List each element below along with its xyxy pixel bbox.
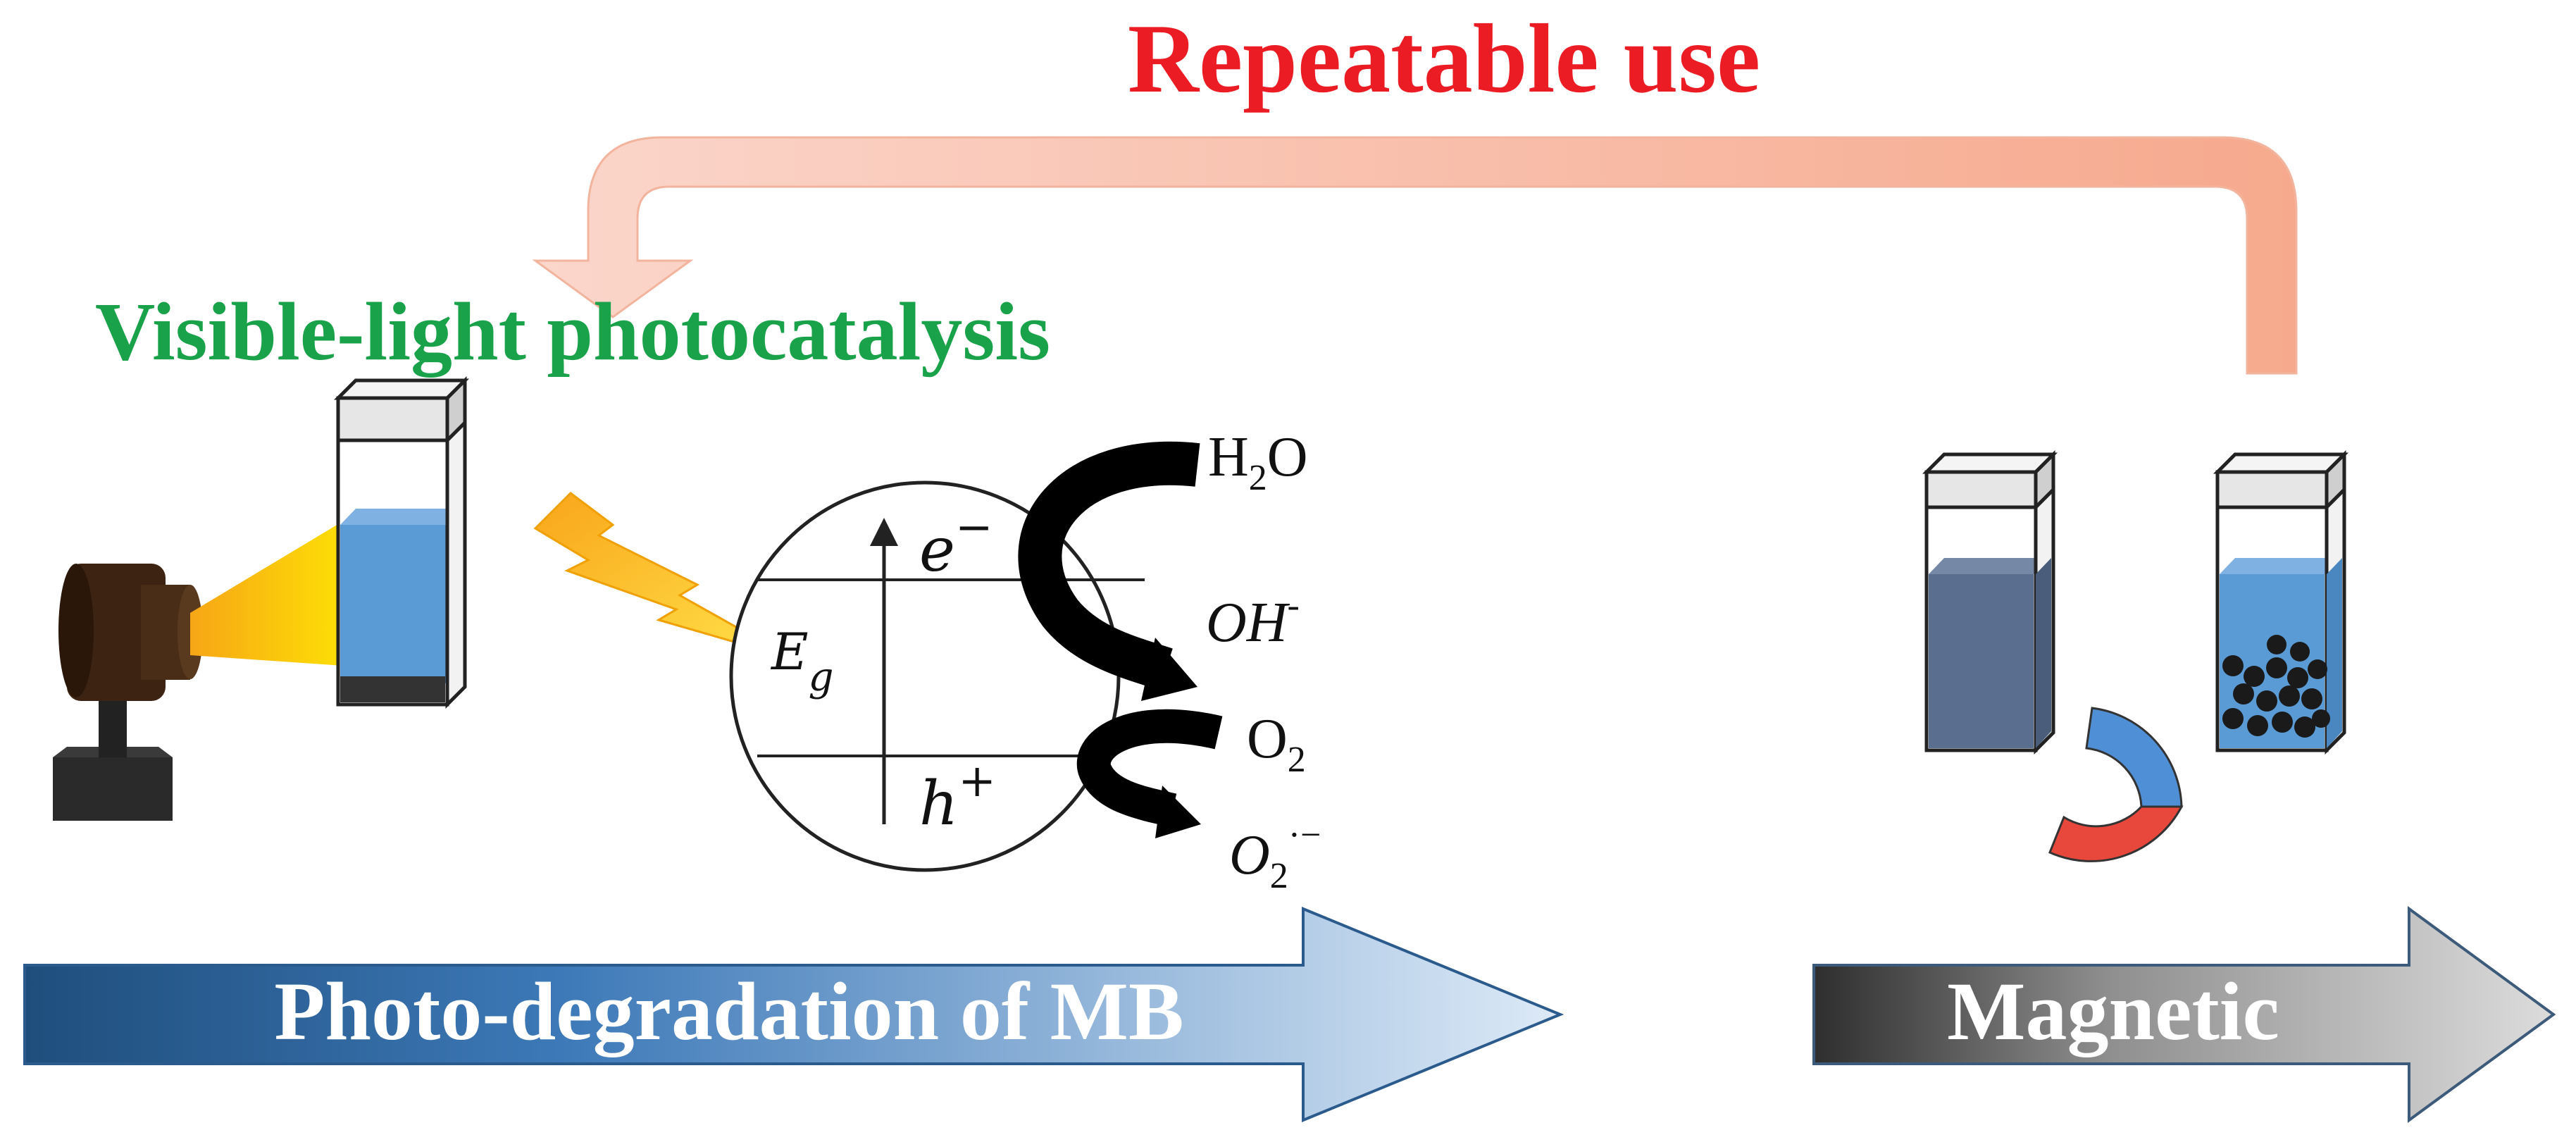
photo-degradation-arrow: [23, 907, 1564, 1122]
electron-label: e−: [919, 502, 993, 585]
o2-label: O2: [1247, 708, 1306, 780]
subtitle-visible-light-photocatalysis: Visible-light photocatalysis: [95, 285, 1050, 378]
cuvette-dispersed: [1922, 449, 2058, 755]
hole-label: h+: [919, 755, 996, 839]
electron-reaction-arrow: [1018, 441, 1200, 701]
magnetic-label: Magnetic: [1947, 965, 2279, 1057]
magnetic-particles: [2222, 635, 2330, 738]
photo-degradation-label: Photo-degradation of MB: [274, 965, 1183, 1057]
magnetic-arrow: [1812, 906, 2556, 1123]
lightning-bolt-icon: [533, 492, 793, 660]
superoxide-label: O2·−: [1229, 815, 1321, 896]
hydroxyl-label: OH-: [1206, 585, 1300, 654]
band-gap-label: Eg: [770, 622, 833, 700]
lamp-icon: [53, 564, 203, 821]
cuvette-photocatalysis: [333, 376, 470, 709]
h2o-label: H2O: [1208, 426, 1308, 498]
magnet-icon: [2048, 707, 2184, 862]
repeatable-use-arrow: [532, 136, 2298, 375]
hole-reaction-arrow: [1076, 709, 1223, 838]
cuvette-separated: [2213, 449, 2349, 755]
title-repeatable-use: Repeatable use: [1128, 4, 1760, 113]
